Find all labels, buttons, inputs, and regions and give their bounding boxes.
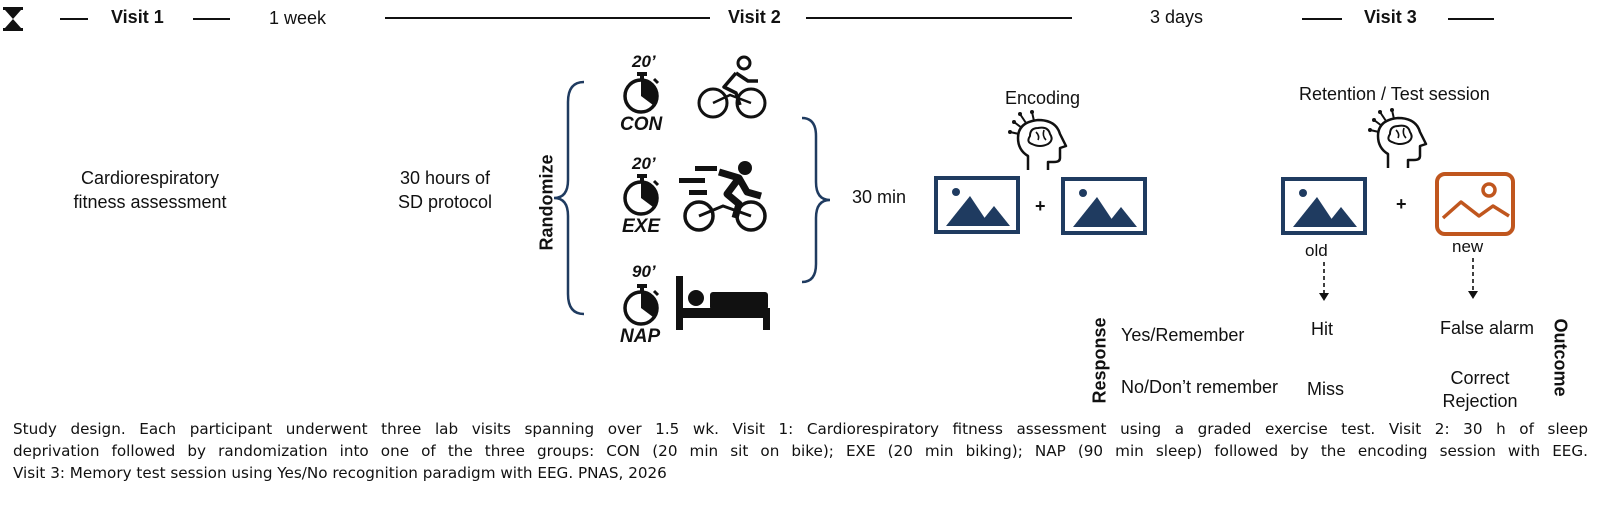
outcome-axis-label: Outcome: [1550, 318, 1571, 397]
plus-sign: +: [1035, 196, 1046, 216]
exe-duration: 20’: [632, 154, 656, 173]
timeline-segment: [60, 18, 88, 20]
correct-rejection-label: Correct Rejection: [1442, 368, 1518, 411]
arrow-down-icon: [1319, 262, 1329, 301]
con-duration: 20’: [632, 52, 656, 71]
old-label: old: [1305, 241, 1328, 260]
biking-icon: [679, 161, 767, 232]
figure-caption: Study design. Each participant underwent…: [13, 418, 1588, 484]
visit1-label: Visit 1: [111, 7, 164, 27]
fitness-assessment-text: Cardiorespiratory fitness assessment: [73, 168, 227, 212]
plus-sign: +: [1396, 194, 1407, 214]
gap-1-week-label: 1 week: [269, 8, 327, 28]
false-alarm-label: False alarm: [1440, 318, 1535, 338]
caption-line: Visit 3: Memory test session using Yes/N…: [13, 464, 667, 482]
new-image-icon: [1435, 172, 1515, 236]
nap-duration: 90’: [632, 262, 656, 281]
delay-30min-label: 30 min: [852, 187, 907, 207]
left-brace: [553, 80, 585, 316]
timeline-segment: [193, 18, 230, 20]
encoding-image-icon: [1061, 177, 1147, 235]
exe-label: EXE: [622, 216, 661, 237]
visit3-label: Visit 3: [1364, 7, 1417, 27]
caption-line: Study design. Each participant underwent…: [13, 420, 1588, 438]
visit2-label: Visit 2: [728, 7, 781, 27]
stopwatch-icon: [623, 174, 660, 216]
con-label: CON: [620, 114, 663, 135]
hourglass-icon: [3, 7, 23, 31]
new-label: new: [1452, 237, 1484, 256]
timeline-segment: [385, 17, 710, 19]
encoding-image-icon: [934, 176, 1020, 234]
right-brace: [801, 116, 831, 284]
timeline-segment: [1448, 18, 1494, 20]
caption-line: deprivation followed by randomization in…: [13, 442, 1588, 460]
stopwatch-icon: [623, 284, 660, 326]
arrow-down-icon: [1468, 258, 1478, 299]
brain-eeg-icon: [1008, 110, 1068, 170]
test-session-title: Retention / Test session: [1299, 84, 1490, 104]
timeline-segment: [806, 17, 1072, 19]
bed-icon: [676, 276, 770, 330]
stationary-bike-icon: [697, 55, 767, 119]
sd-protocol-text: 30 hours of SD protocol: [397, 168, 493, 212]
encoding-title: Encoding: [1005, 88, 1081, 108]
timeline-segment: [1302, 18, 1342, 20]
yes-remember-label: Yes/Remember: [1121, 325, 1245, 345]
brain-eeg-icon: [1368, 108, 1428, 168]
response-axis-label: Response: [1089, 317, 1110, 404]
gap-3-days-label: 3 days: [1150, 7, 1204, 27]
no-dont-remember-label: No/Don’t remember: [1121, 377, 1279, 397]
old-image-icon: [1281, 177, 1367, 235]
nap-label: NAP: [620, 326, 661, 347]
miss-label: Miss: [1307, 379, 1344, 399]
stopwatch-icon: [623, 72, 660, 114]
hit-label: Hit: [1311, 319, 1333, 339]
